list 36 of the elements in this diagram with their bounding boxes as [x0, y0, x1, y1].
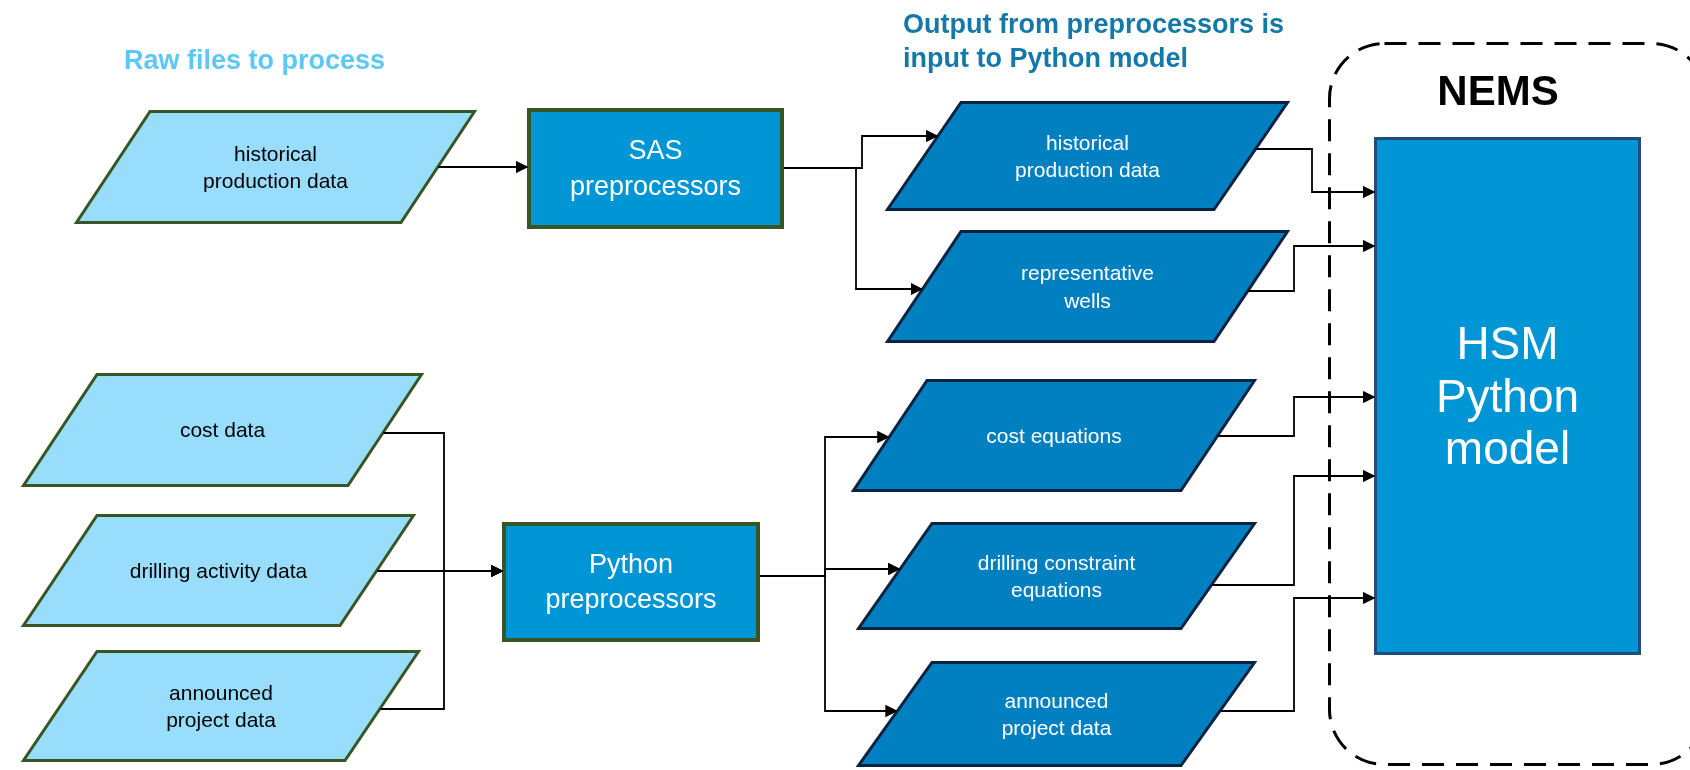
input-file-parallelogram [22, 650, 420, 762]
node-label: historical production data [1014, 129, 1161, 183]
arrow [759, 575, 898, 718]
arrow [1219, 591, 1376, 712]
node-label: representative wells [1019, 260, 1156, 314]
node-label: SAS preprocessors [568, 134, 743, 203]
node-label: drilling activity data [129, 557, 308, 584]
section-heading: Raw files to process [124, 44, 387, 77]
arrow [783, 167, 924, 296]
output-file-parallelogram [886, 101, 1289, 211]
node-label: drilling constraint equations [976, 549, 1137, 603]
node-label: cost equations [986, 422, 1122, 449]
arrow [1217, 390, 1376, 437]
process-box [527, 108, 784, 229]
arrow [1211, 469, 1376, 586]
group-title: NEMS [1437, 66, 1559, 116]
output-file-parallelogram [857, 661, 1256, 767]
output-file-parallelogram [857, 522, 1256, 630]
arrow [379, 564, 504, 710]
node-label: cost data [179, 417, 266, 444]
node-label: announced project data [1000, 687, 1113, 741]
output-file-parallelogram [852, 379, 1256, 492]
output-file-parallelogram [886, 230, 1289, 343]
model-box [1374, 137, 1641, 655]
node-label: Python preprocessors [544, 547, 718, 616]
arrow [1247, 239, 1376, 292]
process-box [502, 522, 760, 642]
input-file-parallelogram [22, 514, 415, 627]
input-file-parallelogram [75, 110, 476, 224]
node-label: HSM Python model [1434, 316, 1581, 476]
node-label: announced project data [165, 679, 277, 733]
arrow [437, 160, 529, 174]
section-heading: Output from preprocessors is input to Python model [903, 8, 1286, 75]
input-file-parallelogram [22, 373, 423, 487]
node-label: historical production data [202, 140, 349, 194]
arrow [1255, 148, 1376, 199]
